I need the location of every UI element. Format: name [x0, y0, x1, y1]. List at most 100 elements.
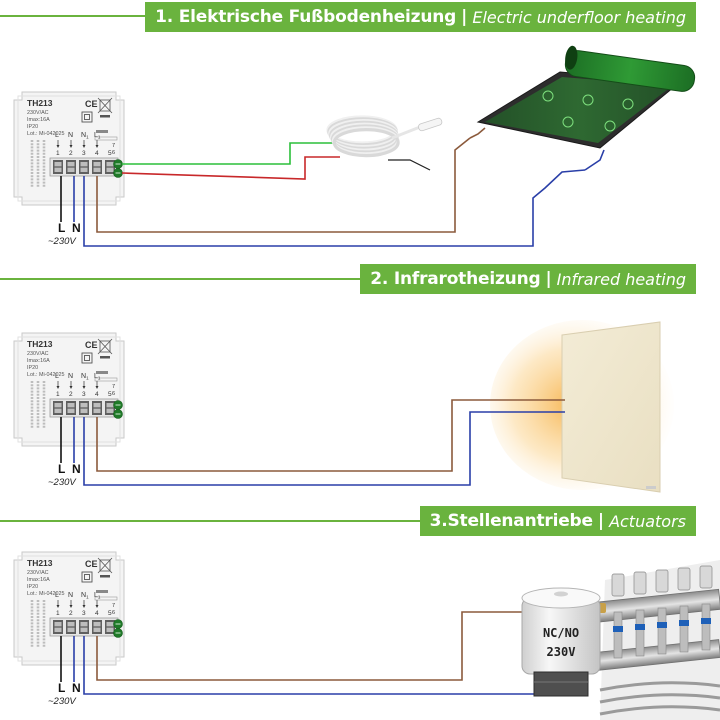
film-logo-mark — [562, 116, 574, 128]
load-line-wire — [96, 611, 525, 681]
heating-manifold — [590, 560, 720, 720]
thermostat-spec: IP20 — [27, 584, 38, 590]
weee-bin-icon — [97, 97, 113, 118]
film-lead-blue — [584, 149, 605, 171]
manifold-pipe — [701, 603, 711, 651]
terminal-label: N2 — [68, 373, 73, 398]
ce-mark-icon: CE — [85, 340, 98, 350]
sensor-terminal-number: 7 — [112, 603, 115, 609]
sensor-info-strip — [96, 590, 108, 593]
svg-text:N: N — [68, 592, 73, 599]
terminal-number: 3 — [82, 610, 86, 617]
heating-film — [469, 45, 696, 171]
manifold-pipe — [635, 609, 645, 657]
thermostat-inner-frame — [17, 555, 121, 662]
floor-pipe — [599, 681, 720, 692]
sensor-terminals: 76 — [112, 384, 123, 419]
section-banner-3: 3.Stellenantriebe | Actuators — [419, 506, 696, 536]
svg-text:L1: L1 — [94, 373, 101, 381]
sensor-terminals: 76 — [112, 143, 123, 178]
supply-neutral-label: N — [72, 462, 81, 476]
terminal-label: N2 — [68, 592, 73, 617]
supply-line-label: L — [58, 681, 65, 695]
thermostat-spec: Imax:16A — [27, 577, 50, 583]
section-banner-1: 1. Elektrische Fußbodenheizung | Electri… — [145, 2, 696, 32]
terminal-block — [49, 617, 119, 637]
terminal-label: N13 — [81, 592, 89, 617]
weee-bin-icon — [97, 557, 113, 578]
manifold-valve-cap — [633, 571, 647, 595]
terminal-number: 1 — [56, 391, 60, 398]
sensor-terminals: 76 — [112, 603, 123, 638]
section-banner-2: 2. Infrarotheizung | Infrared heating — [360, 264, 696, 294]
sensor-probe-cable — [391, 125, 421, 140]
thermostat-spec: Lot.: Mi-042025 — [27, 131, 64, 137]
manifold-pipe — [679, 605, 689, 653]
thermostat-spec: Imax:16A — [27, 117, 50, 123]
svg-text:N: N — [68, 373, 73, 380]
section-divider-3 — [0, 520, 450, 522]
sensor-terminal-number: 7 — [112, 384, 115, 390]
actuator-label-type: NC/NO — [543, 626, 579, 640]
infrared-panel-face — [561, 321, 661, 493]
actuator-top — [521, 587, 601, 609]
svg-text:L: L — [55, 592, 59, 599]
sensor-terminal-number: 6 — [112, 610, 115, 616]
film-logo-mark — [542, 90, 554, 102]
section-title-en: Infrared heating — [556, 269, 686, 289]
terminal-block — [49, 157, 119, 177]
section-title-de: 2. Infrarotheizung — [370, 269, 541, 289]
thermostat-spec: 230V/AC — [27, 110, 49, 116]
thermostat-spec: 230V/AC — [27, 351, 49, 357]
manifold-valve-cap — [611, 573, 625, 597]
load-neutral-wire — [83, 411, 565, 486]
svg-text:N1: N1 — [81, 373, 89, 381]
terminal-number: 5 — [108, 391, 112, 398]
supply-voltage: ~230V — [48, 477, 77, 488]
terminal-block — [49, 398, 119, 418]
infrared-panel — [490, 320, 674, 493]
svg-text:L1: L1 — [94, 132, 101, 140]
terminal-number: 5 — [108, 150, 112, 157]
thermostat-model: TH213 — [27, 339, 53, 349]
thermostat-housing — [13, 551, 125, 666]
film-logo-mark — [604, 120, 616, 132]
sensor-wire-green — [122, 142, 335, 165]
terminal-label: 5 — [108, 610, 112, 617]
thermostat-model: TH213 — [27, 558, 53, 568]
svg-text:L: L — [55, 373, 59, 380]
ce-mark-icon: CE — [85, 559, 98, 569]
terminal-number: 2 — [69, 610, 73, 617]
supply-line-label: L — [58, 462, 65, 476]
actuator-indicator — [554, 591, 568, 597]
terminal-label: N1 3 — [81, 373, 89, 398]
section-title-de: 1. Elektrische Fußbodenheizung — [155, 7, 457, 27]
sensor-info-strip — [96, 130, 108, 133]
thermostat-spec: Lot.: Mi-042025 — [27, 372, 64, 378]
section-title-separator: | — [461, 7, 468, 27]
flow-indicator — [657, 622, 667, 628]
double-insulation-icon — [81, 352, 93, 364]
terminal-number: 1 — [56, 150, 60, 157]
manifold-valve-cap — [677, 567, 691, 591]
supply-line-label: L — [58, 221, 65, 235]
panel-badge — [646, 486, 656, 489]
section-title-en: Electric underfloor heating — [472, 7, 686, 27]
terminal-number: 3 — [82, 391, 86, 398]
load-line-wire — [96, 399, 565, 472]
thermostat-spec: Lot.: Mi-042025 — [27, 591, 64, 597]
terminal-label: 5 — [108, 391, 112, 398]
terminal-number: 2 — [69, 150, 73, 157]
sensor-terminal-number: 6 — [112, 391, 115, 397]
load-line-wire — [96, 137, 471, 233]
terminal-number: 3 — [82, 150, 86, 157]
floor-pipe — [599, 693, 720, 704]
sensor-info-strip — [96, 371, 108, 374]
terminal-label: L1 — [55, 373, 60, 398]
terminal-label: N2 — [68, 132, 73, 157]
thermostat-inner-frame — [17, 95, 121, 202]
load-neutral-wire — [83, 636, 541, 695]
